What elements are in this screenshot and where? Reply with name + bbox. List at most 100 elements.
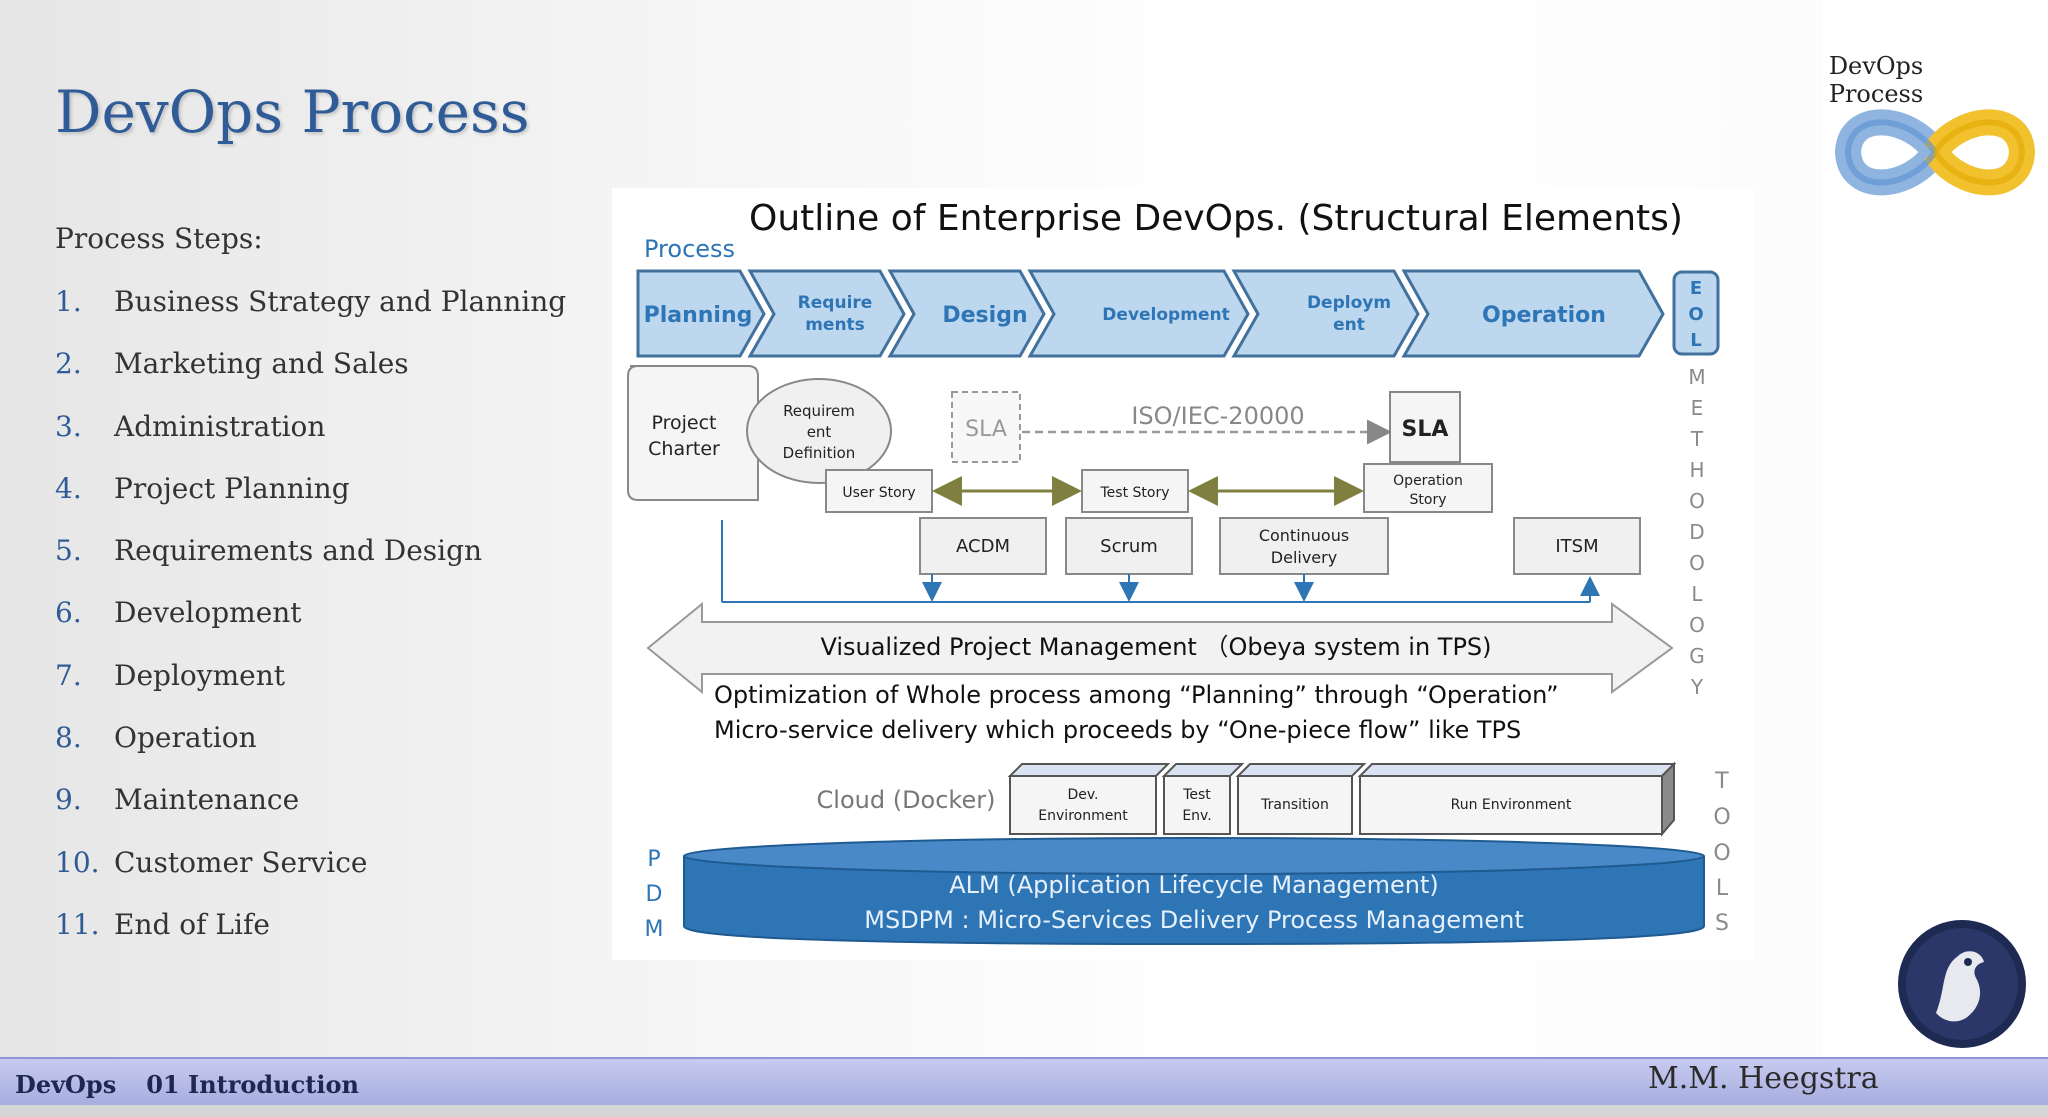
method-box-continuous-delivery [1219, 517, 1389, 575]
step-number: 1. [55, 285, 82, 318]
method-box-scrum [1065, 517, 1193, 575]
process-label: Process [644, 235, 735, 263]
list-item: 10.Customer Service [55, 846, 566, 908]
requirement-definition-ellipse [746, 378, 892, 484]
list-item: 11. End of Life [55, 908, 566, 970]
sla-dashed-box [951, 391, 1021, 463]
eol-letter: O [1688, 304, 1703, 325]
list-item: 3.Administration [55, 410, 566, 472]
alm-label: MSDPM : Micro-Services Delivery Process … [864, 906, 1524, 934]
step-label: Maintenance [114, 783, 300, 817]
step-number: 2. [55, 347, 82, 381]
operation-story-box [1363, 463, 1493, 513]
methodology-letter: M [1688, 365, 1705, 389]
footer-chapter: 01 Introduction [146, 1070, 359, 1099]
list-item: 9.Maintenance [55, 783, 566, 845]
method-label: ACDM [956, 536, 1010, 557]
methodology-letter: E [1691, 396, 1704, 420]
methodology-letter: G [1689, 644, 1705, 668]
pdm-letter: P [647, 847, 660, 872]
method-box-acdm [919, 517, 1047, 575]
requirement-definition-label: Definition [783, 444, 856, 462]
slide-title: DevOps Process [55, 78, 530, 146]
step-label: Operation [114, 721, 257, 755]
method-label: Delivery [1271, 548, 1337, 567]
list-item: 8. Operation [55, 721, 566, 783]
diagram-title: Outline of Enterprise DevOps. (Structura… [749, 198, 1683, 239]
list-item: 2. Marketing and Sales [55, 347, 566, 409]
sla-box [1389, 391, 1461, 463]
footer-strip [0, 1105, 2048, 1117]
vpm-double-arrow [646, 601, 1674, 695]
step-number: 10. [55, 845, 100, 879]
methodology-letter: T [1690, 427, 1704, 451]
footer-course: DevOps [15, 1070, 117, 1099]
chevron-label: Deploym [1307, 293, 1391, 313]
eol-letter: L [1690, 330, 1701, 351]
list-item: 6.Development [55, 596, 566, 658]
chevron-design [887, 269, 1046, 358]
tools-letter: S [1715, 911, 1729, 936]
operation-story-label: Story [1410, 492, 1447, 508]
optimization-line: Optimization of Whole process among “Pla… [714, 681, 1559, 709]
iso-label: ISO/IEC-20000 [1131, 402, 1304, 430]
method-label: Scrum [1100, 536, 1158, 557]
method-label: Continuous [1259, 526, 1349, 545]
chevron-operation [1401, 269, 1665, 358]
step-label: Deployment [114, 658, 285, 692]
methodology-letter: O [1689, 489, 1705, 513]
devops-infinity-icon [1834, 109, 2036, 196]
project-charter-scroll [627, 365, 759, 501]
step-label: Requirements and Design [114, 534, 483, 568]
sla-label: SLA [1402, 417, 1449, 442]
step-number: 11. [55, 907, 100, 941]
cloud-label: Cloud (Docker) [817, 786, 996, 814]
methodology-letter: H [1689, 458, 1704, 482]
chevron-planning [636, 269, 766, 358]
alm-cylinder-body [683, 856, 1705, 946]
enterprise-devops-diagram: Outline of Enterprise DevOps. (Structura… [612, 188, 1754, 960]
step-label: Business Strategy and Planning [114, 285, 567, 318]
step-label: Development [114, 596, 302, 630]
pdm-letter: M [645, 917, 664, 942]
chevron-label: Operation [1482, 303, 1606, 328]
chevron-label: Development [1102, 305, 1229, 325]
chevron-label: Require [798, 293, 873, 313]
cloud-box-label: Environment [1038, 808, 1128, 824]
cloud-box-label: Test [1182, 787, 1211, 803]
method-label: ITSM [1555, 536, 1598, 557]
user-story-label: User Story [842, 485, 915, 501]
cloud-box-label: Transition [1260, 797, 1329, 813]
project-charter-label: Project [651, 412, 716, 434]
step-label: End of Life [114, 907, 270, 941]
step-number: 3. [55, 409, 82, 443]
pdm-letter: D [646, 882, 663, 907]
step-number: 4. [55, 471, 82, 505]
test-story-box [1081, 469, 1189, 513]
alm-label: ALM (Application Lifecycle Management) [949, 871, 1439, 899]
list-item: 4.Project Planning [55, 472, 566, 534]
footer-course-info: DevOps 01 Introduction [15, 1070, 359, 1099]
requirement-definition-label: Requirem [783, 402, 855, 420]
footer-author: M.M. Heegstra [1648, 1061, 1879, 1096]
step-number: 8. [55, 721, 82, 755]
process-steps-list: 1. Business Strategy and Planning 2. Marke… [55, 285, 566, 970]
chevron-label: ments [805, 315, 865, 335]
optimization-line: Micro-service delivery which proceeds by… [714, 716, 1521, 744]
cloud-box-label: Env. [1182, 808, 1211, 824]
eagle-emblem-icon [1898, 920, 2026, 1048]
steps-heading: Process Steps: [55, 222, 263, 255]
operation-story-label: Operation [1393, 473, 1463, 489]
methodology-letter: D [1689, 520, 1704, 544]
chevron-requirements [747, 269, 906, 358]
tools-letter: T [1714, 769, 1729, 794]
user-story-box [825, 469, 933, 513]
cloud-box-label: Dev. [1067, 787, 1098, 803]
chevron-deployment [1231, 269, 1420, 358]
list-item: 5.Requirements and Design [55, 534, 566, 596]
eol-box [1672, 270, 1720, 356]
alm-cylinder-top [683, 837, 1705, 875]
eol-letter: E [1690, 278, 1702, 299]
step-label: Marketing and Sales [114, 347, 409, 381]
list-item: 7.Deployment [55, 659, 566, 721]
